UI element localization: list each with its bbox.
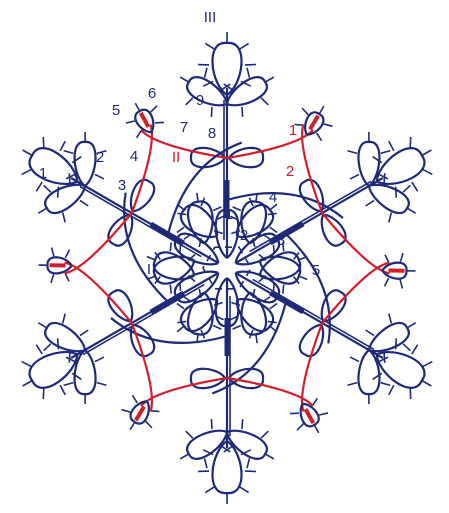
side-ring [45, 185, 85, 213]
outer-chain-label-8: 8 [208, 125, 216, 142]
spoke-line [236, 273, 383, 358]
ring-picots [198, 32, 256, 86]
spoke-line [71, 273, 218, 358]
inner-chain-label-5: 5 [312, 262, 320, 279]
round-one-label: I [147, 261, 151, 278]
red-chain-arc [227, 378, 313, 406]
outer-ring-label-6: 6 [148, 85, 156, 102]
side-ring [227, 77, 267, 105]
ring-picots [348, 132, 391, 179]
red-ring-core [306, 409, 314, 423]
round-two-label: II [172, 149, 180, 166]
side-ring [227, 431, 267, 459]
red-chain-arc [64, 263, 131, 323]
inner-ring-label-3: 3 [277, 232, 285, 249]
side-ring [187, 77, 227, 105]
side-ring [369, 185, 409, 213]
center-chain-label-2: 2 [240, 227, 248, 244]
ring-picots [198, 450, 256, 504]
outer-chain-label-7: 7 [180, 119, 188, 136]
red-ring-core [136, 407, 144, 421]
outer-ring-label-9: 9 [196, 92, 204, 109]
red-chain-arc [322, 213, 389, 273]
red-chain-arc [64, 213, 131, 273]
center-ring-label-1: 1 [225, 206, 233, 223]
side-ring [45, 323, 85, 351]
outer-chain-label-4: 4 [130, 148, 138, 165]
red-ring-label-1: 1 [289, 122, 297, 139]
outer-chain-label-5: 5 [112, 102, 120, 119]
outer-chain-label-3: 3 [118, 177, 126, 194]
lower-ring [108, 290, 132, 321]
outer-ring-label-2: 2 [96, 149, 104, 166]
red-chain-label-2: 2 [286, 163, 294, 180]
spoke-line [83, 285, 204, 355]
outer-ring-label-1: 1 [39, 165, 47, 182]
ring-picots [348, 357, 391, 404]
lower-ring [322, 215, 346, 246]
inner-chain-label-4: 4 [269, 189, 277, 206]
spoke-line [236, 178, 383, 263]
diagram-geometry [22, 32, 433, 504]
side-ring [187, 431, 227, 459]
side-ring [369, 323, 409, 351]
ring-picots [64, 357, 107, 404]
red-ring-core [141, 113, 149, 127]
spoke-line [71, 178, 218, 263]
red-chain-arc [322, 263, 389, 323]
round-three-label: III [204, 9, 217, 26]
red-ring-core [310, 116, 318, 130]
